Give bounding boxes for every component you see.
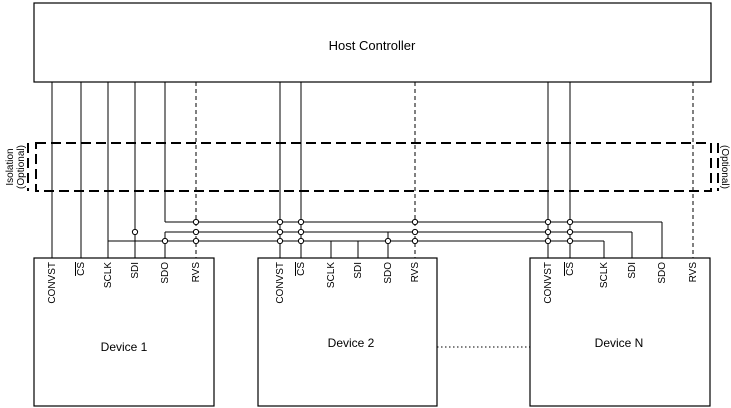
signal-lines bbox=[51, 82, 694, 258]
device-n-box bbox=[529, 257, 711, 407]
device-2-label: Device 2 bbox=[328, 336, 375, 350]
pin-label-sclk: SCLK bbox=[103, 262, 114, 288]
pin-label-convst: CONVST bbox=[275, 262, 286, 304]
device-2-pins: CONVST CS SCLK SDI SDO RVS bbox=[275, 262, 421, 304]
device-1-pins: CONVST CS SCLK SDI SDO RVS bbox=[47, 262, 202, 304]
isolation-optional-left: (Optional) bbox=[16, 145, 27, 189]
pin-label-cs: CS bbox=[565, 262, 576, 276]
host-controller-box bbox=[33, 2, 712, 83]
pin-label-sdi: SDI bbox=[627, 262, 638, 279]
pin-label-rvs: RVS bbox=[410, 262, 421, 283]
device-1-box bbox=[33, 257, 215, 407]
pin-label-convst: CONVST bbox=[47, 262, 58, 304]
device-1-label: Device 1 bbox=[101, 340, 148, 354]
device-n-label: Device N bbox=[595, 336, 644, 350]
pin-label-cs: CS bbox=[76, 262, 87, 276]
pin-label-convst: CONVST bbox=[543, 262, 554, 304]
pin-label-cs: CS bbox=[296, 262, 307, 276]
device-2-box bbox=[257, 257, 438, 407]
pin-label-rvs: RVS bbox=[191, 262, 202, 283]
pin-label-rvs: RVS bbox=[688, 262, 699, 283]
pin-label-sdo: SDO bbox=[160, 262, 171, 284]
device-n-pins: CONVST CS SCLK SDI SDO RVS bbox=[543, 262, 699, 304]
isolation-optional-right: (Optional) bbox=[719, 145, 730, 189]
isolation-barrier bbox=[35, 142, 712, 192]
crossover-marks bbox=[131, 218, 574, 245]
pin-label-sdo: SDO bbox=[383, 262, 394, 284]
pin-label-sdi: SDI bbox=[353, 262, 364, 279]
pin-label-sclk: SCLK bbox=[326, 262, 337, 288]
pin-label-sdi: SDI bbox=[130, 262, 141, 279]
pin-label-sdo: SDO bbox=[657, 262, 668, 284]
host-controller-label: Host Controller bbox=[329, 38, 416, 53]
pin-label-sclk: SCLK bbox=[599, 262, 610, 288]
isolation-label: Isolation bbox=[5, 148, 16, 185]
